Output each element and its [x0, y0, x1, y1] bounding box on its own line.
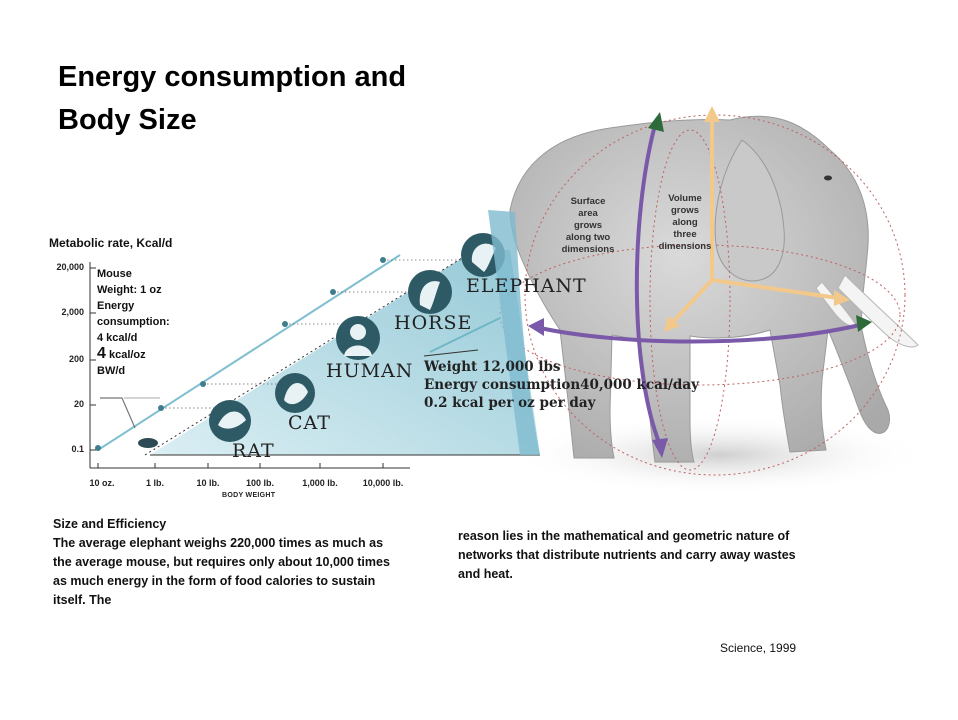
- mouse-note-line: consumption:: [97, 316, 170, 328]
- mouse-note-line: Weight: 1 oz: [97, 284, 162, 296]
- paragraph-right: reason lies in the mathematical and geom…: [458, 527, 858, 584]
- surface-label-line: dimensions: [561, 244, 615, 255]
- volume-label-line: Volume: [668, 193, 702, 204]
- x-axis-title: BODY WEIGHT: [222, 492, 276, 499]
- label-human: HUMAN: [326, 360, 414, 382]
- mouse-note-rate: 4 kcal/oz: [97, 346, 170, 363]
- volume-label-line: dimensions: [658, 241, 712, 252]
- leader-line: [423, 349, 479, 357]
- y-tick-label: 20: [73, 399, 84, 409]
- mouse-note-line: Mouse: [97, 268, 132, 280]
- slide-title: Energy consumption and Body Size: [58, 56, 478, 142]
- mouse-note-unit: kcal/oz: [108, 349, 146, 361]
- paragraph-left: Size and Efficiency The average elephant…: [53, 515, 453, 610]
- paragraph-line: itself. The: [53, 593, 112, 607]
- label-cat: CAT: [288, 412, 331, 434]
- elephant-band: [488, 210, 540, 455]
- mouse-note: Mouse Weight: 1 oz Energy consumption: 4…: [97, 266, 170, 379]
- elephant-illustration: [509, 115, 919, 463]
- volume-arrows: [664, 106, 850, 332]
- y-tick-label: 0.1: [71, 444, 84, 454]
- volume-label-line: three: [673, 229, 697, 240]
- elephant-note-line: Weight 12,000 lbs: [424, 359, 561, 375]
- data-point: [95, 445, 101, 451]
- paragraph-line: and heat.: [458, 567, 513, 581]
- elephant-note-line: Energy consumption40,000 kcal/day: [424, 377, 699, 393]
- citation: Science, 1999: [720, 641, 797, 655]
- x-tick-label: 10 oz.: [89, 478, 115, 488]
- volume-label: Volume grows along three dimensions: [650, 193, 720, 253]
- mouse-figure: [138, 438, 158, 448]
- trend-line: [97, 254, 401, 451]
- paragraph-line: networks that distribute nutrients and c…: [458, 548, 796, 562]
- paragraph-line: as much energy in the form of food calor…: [53, 574, 376, 588]
- surface-label-line: along two: [565, 232, 611, 243]
- elephant-shadow: [510, 415, 930, 495]
- mouse-note-line: 4 kcal/d: [97, 332, 138, 344]
- y-tick-label: 200: [68, 354, 84, 364]
- volume-label-line: grows: [671, 205, 699, 216]
- mouse-note-line: Energy: [97, 300, 135, 312]
- x-tick-label: 100 lb.: [245, 478, 274, 488]
- paragraph-heading: Size and Efficiency: [53, 517, 167, 531]
- mouse-pointer-line: [100, 397, 136, 429]
- x-tick-label: 10,000 lb.: [362, 478, 404, 488]
- x-tick-label: 1 lb.: [145, 478, 164, 488]
- volume-label-line: along: [672, 217, 698, 228]
- label-elephant: ELEPHANT: [466, 275, 587, 297]
- mouse-note-big-number: 4: [97, 345, 106, 362]
- mouse-note-line: BW/d: [97, 365, 126, 377]
- surface-ellipse-outline: [499, 244, 901, 386]
- paragraph-line: reason lies in the mathematical and geom…: [458, 529, 790, 543]
- title-line-1: Energy consumption and: [58, 61, 407, 93]
- paragraph-line: the average mouse, but requires only abo…: [53, 555, 390, 569]
- title-line-2: Body Size: [58, 104, 197, 136]
- x-tick-label: 1,000 lb.: [302, 478, 338, 488]
- elephant-tusk: [837, 274, 919, 348]
- surface-label-line: area: [578, 208, 598, 219]
- y-tick-label: 2,000: [61, 307, 84, 317]
- y-tick-label: 20,000: [56, 262, 84, 272]
- surface-label-line: grows: [574, 220, 602, 231]
- elephant-note-line: 0.2 kcal per oz per day: [424, 395, 596, 411]
- paragraph-line: The average elephant weighs 220,000 time…: [53, 536, 384, 550]
- x-tick-label: 10 lb.: [196, 478, 220, 488]
- elephant-eye: [824, 175, 832, 181]
- surface-label-line: Surface: [570, 196, 606, 207]
- y-axis-title: Metabolic rate, Kcal/d: [49, 236, 173, 250]
- surface-label: Surface area grows along two dimensions: [556, 196, 620, 256]
- label-horse: HORSE: [394, 312, 473, 334]
- label-rat: RAT: [232, 440, 275, 462]
- surface-arrows: [528, 112, 872, 458]
- chart-axes: [89, 262, 410, 469]
- elephant-note: Weight 12,000 lbs Energy consumption40,0…: [424, 358, 699, 412]
